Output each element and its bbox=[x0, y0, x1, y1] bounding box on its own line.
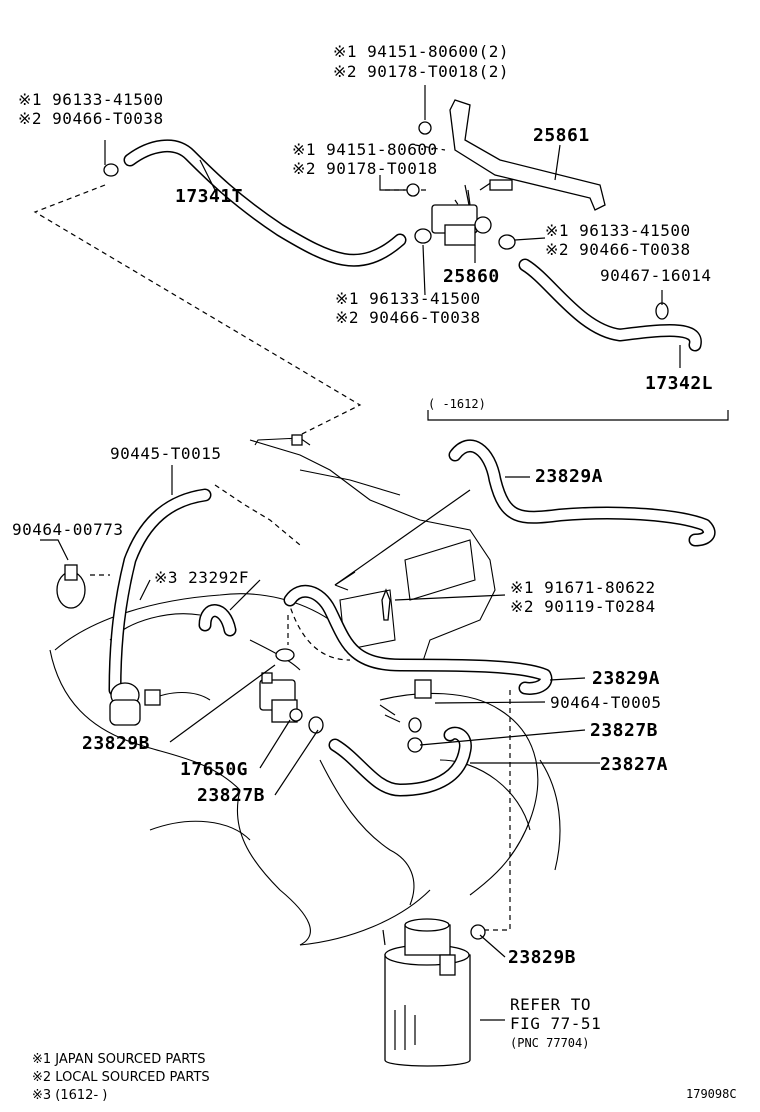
footnote-3: ※3 (1612- ) bbox=[32, 1088, 107, 1103]
part-labels: ※1 94151-80600(2) ※2 90178-T0018(2) ※1 9… bbox=[12, 42, 713, 1050]
label-e2: ※2 90466-T0038 bbox=[335, 308, 481, 327]
vsv-25860 bbox=[431, 189, 492, 246]
refer-line-1: REFER TO bbox=[510, 995, 591, 1014]
footnote-1: ※1 JAPAN SOURCED PARTS bbox=[32, 1052, 206, 1067]
label-c2: ※2 90178-T0018 bbox=[292, 159, 438, 178]
label-23829a-mid: 23829A bbox=[592, 668, 660, 689]
label-23827a: 23827A bbox=[600, 754, 668, 775]
label-g1: ※1 91671-80622 bbox=[510, 578, 656, 597]
label-b1: ※1 96133-41500 bbox=[18, 90, 164, 109]
label-17341t: 17341T bbox=[175, 186, 243, 207]
label-90464-t0005: 90464-T0005 bbox=[550, 693, 661, 712]
label-23829b-bottom: 23829B bbox=[508, 947, 576, 968]
label-25860: 25860 bbox=[443, 266, 500, 287]
leader-lines bbox=[40, 85, 729, 1021]
clamps bbox=[56, 121, 669, 940]
footnotes: ※1 JAPAN SOURCED PARTS ※2 LOCAL SOURCED … bbox=[32, 1052, 737, 1103]
label-23829a-top: 23829A bbox=[535, 466, 603, 487]
label-a1: ※1 94151-80600(2) bbox=[333, 42, 509, 61]
refer-line-2: FIG 77-51 bbox=[510, 1014, 601, 1033]
label-23829b-left: 23829B bbox=[82, 733, 150, 754]
label-a2: ※2 90178-T0018(2) bbox=[333, 62, 509, 81]
label-90445: 90445-T0015 bbox=[110, 444, 221, 463]
refer-line-3: (PNC 77704) bbox=[510, 1036, 589, 1050]
label-17342l: 17342L bbox=[645, 373, 713, 394]
label-d1: ※1 96133-41500 bbox=[545, 221, 691, 240]
label-d2: ※2 90466-T0038 bbox=[545, 240, 691, 259]
label-c1: ※1 94151-80600 bbox=[292, 140, 438, 159]
label-17650g: 17650G bbox=[180, 759, 248, 780]
label-23827b-right: 23827B bbox=[590, 720, 658, 741]
label-23292f: ※3 23292F bbox=[154, 568, 249, 587]
label-b2: ※2 90466-T0038 bbox=[18, 109, 164, 128]
charcoal-canister bbox=[382, 918, 471, 1067]
range-note: ( -1612) bbox=[428, 397, 486, 411]
hoses bbox=[108, 139, 716, 797]
figure-id: 179098C bbox=[686, 1087, 737, 1101]
vsv-17650g bbox=[259, 672, 303, 723]
label-g2: ※2 90119-T0284 bbox=[510, 597, 656, 616]
footnote-2: ※2 LOCAL SOURCED PARTS bbox=[32, 1070, 210, 1085]
label-90464-00773: 90464-00773 bbox=[12, 520, 123, 539]
label-f: 90467-16014 bbox=[600, 266, 711, 285]
label-23827b-left: 23827B bbox=[197, 785, 265, 806]
dashed-leaders bbox=[33, 144, 511, 931]
label-e1: ※1 96133-41500 bbox=[335, 289, 481, 308]
label-25861: 25861 bbox=[533, 125, 590, 146]
bracket-25861 bbox=[449, 99, 606, 211]
hose-90445 bbox=[108, 488, 212, 697]
